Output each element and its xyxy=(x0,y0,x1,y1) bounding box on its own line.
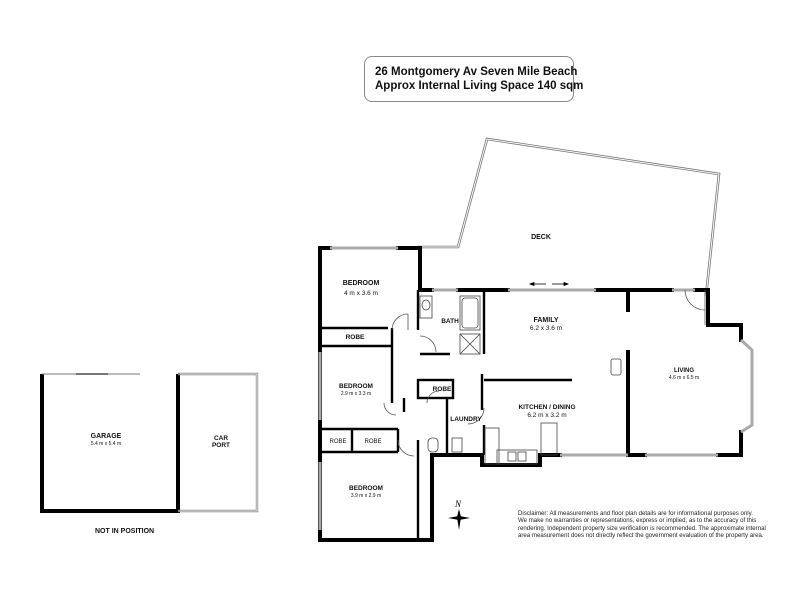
carport-label-line1: CAR xyxy=(214,435,228,442)
bedroom3-dims: 3.9 m x 2.9 m xyxy=(351,493,381,499)
laundry-label: LAUNDRY xyxy=(450,416,482,423)
living-area: Approx Internal Living Space 140 sqm xyxy=(375,80,584,92)
robe3-label: ROBE xyxy=(329,439,346,445)
sliding-door-arrows xyxy=(528,281,570,287)
robe4-label: ROBE xyxy=(364,439,381,445)
property-address: 26 Montgomery Av Seven Mile Beach xyxy=(375,66,578,78)
disclaimer-line: area measurement does not directly refle… xyxy=(518,532,764,540)
family-label: FAMILY xyxy=(533,317,558,324)
bedroom2-dims: 2.9 m x 3.3 m xyxy=(341,391,371,397)
interior-walls xyxy=(320,290,572,540)
garage-label: GARAGE xyxy=(91,433,122,440)
carport-label-line2: PORT xyxy=(212,442,230,449)
bedroom1-dims: 4 m x 3.6 m xyxy=(344,290,378,297)
kitchen-label: KITCHEN / DINING xyxy=(518,404,575,411)
door-swings xyxy=(383,289,706,457)
title-box: 26 Montgomery Av Seven Mile Beach Approx… xyxy=(364,56,584,102)
disclaimer: Disclaimer: All measurements and floor p… xyxy=(518,510,788,540)
living-label: LIVING xyxy=(674,368,694,374)
bedroom1-label: BEDROOM xyxy=(343,280,380,287)
bedroom2-label: BEDROOM xyxy=(339,383,373,390)
kitchen-dims: 6.2 m x 3.2 m xyxy=(527,412,566,419)
deck-label: DECK xyxy=(531,234,551,241)
garage-walls xyxy=(40,374,180,513)
disclaimer-line: We make no warranties or representations… xyxy=(518,517,757,525)
not-in-position-note: NOT IN POSITION xyxy=(95,528,155,535)
svg-text:N: N xyxy=(454,499,462,509)
fixtures xyxy=(419,295,622,465)
bath-label: BATH xyxy=(441,318,459,325)
bedroom3-label: BEDROOM xyxy=(349,485,383,492)
deck-outline xyxy=(418,137,721,297)
disclaimer-line: Disclaimer: All measurements and floor p… xyxy=(518,510,753,517)
windows xyxy=(318,246,754,530)
garage-dims: 5.4 m x 5.4 m xyxy=(91,441,121,447)
living-dims: 4.6 m x 6.5 m xyxy=(669,375,699,381)
house-walls xyxy=(318,246,743,542)
compass-icon: N xyxy=(448,499,470,530)
robe1-label: ROBE xyxy=(346,334,365,341)
disclaimer-line: rendering. Independent property size ver… xyxy=(518,524,766,532)
robe2-label: ROBE xyxy=(433,386,452,393)
family-dims: 6.2 x 3.6 m xyxy=(530,325,562,332)
